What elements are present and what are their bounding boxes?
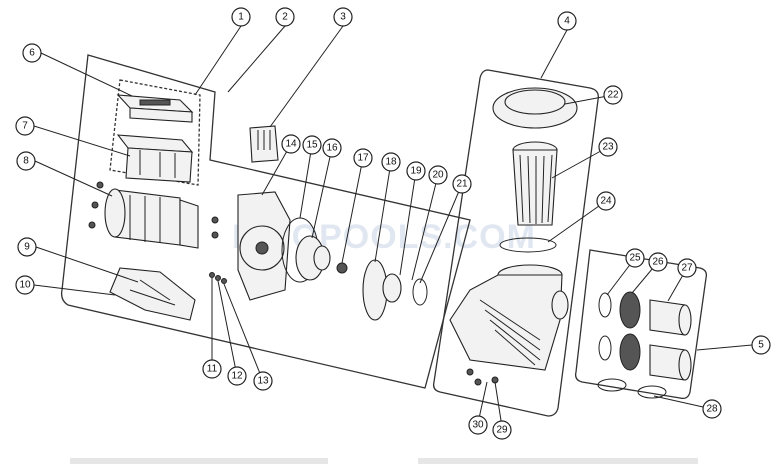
callout-13: 13 (253, 371, 273, 391)
leader-lines (33, 25, 753, 428)
callout-20: 20 (428, 165, 448, 185)
bolt-set-11-13 (209, 272, 227, 284)
callout-29: 29 (492, 420, 512, 440)
svg-text:26: 26 (652, 257, 664, 268)
svg-text:2: 2 (282, 12, 288, 23)
callout-9: 9 (17, 237, 37, 257)
callout-24: 24 (596, 191, 616, 211)
svg-text:25: 25 (629, 253, 641, 264)
o-ring-21 (412, 278, 428, 306)
svg-text:23: 23 (602, 142, 614, 153)
diffuser (362, 259, 402, 321)
svg-text:15: 15 (306, 140, 318, 151)
callout-2: 2 (275, 7, 295, 27)
union-fittings (597, 291, 692, 399)
callout-14: 14 (281, 134, 301, 154)
callout-25: 25 (625, 248, 645, 268)
motor-base (109, 267, 196, 321)
svg-text:6: 6 (29, 48, 35, 59)
drive-cover (116, 94, 194, 123)
callout-15: 15 (302, 135, 322, 155)
strainer-group-outline (432, 69, 599, 417)
callout-7: 7 (15, 116, 35, 136)
svg-text:24: 24 (600, 196, 612, 207)
svg-text:22: 22 (607, 90, 619, 101)
svg-text:1: 1 (238, 12, 244, 23)
callout-10: 10 (15, 275, 35, 295)
svg-text:10: 10 (19, 280, 31, 291)
callout-6: 6 (22, 43, 42, 63)
strainer-lid (492, 87, 578, 129)
svg-text:29: 29 (496, 425, 508, 436)
strainer-basket (512, 141, 558, 226)
motor-group-outline (60, 54, 471, 389)
footer-bar-right (418, 458, 698, 464)
callout-4: 4 (557, 11, 577, 31)
impeller-screw (336, 262, 348, 274)
svg-text:4: 4 (564, 16, 570, 27)
svg-text:16: 16 (326, 143, 338, 154)
callout-3: 3 (333, 7, 353, 27)
svg-text:11: 11 (207, 364, 218, 375)
footer-bar-left (70, 458, 328, 464)
callout-5: 5 (751, 335, 771, 355)
svg-text:27: 27 (681, 263, 693, 274)
svg-text:18: 18 (385, 157, 397, 168)
callout-11: 11 (202, 359, 222, 379)
svg-text:8: 8 (23, 156, 29, 167)
callout-26: 26 (648, 252, 668, 272)
lid-o-ring (499, 237, 557, 253)
callout-12: 12 (227, 366, 247, 386)
hardware-pack (249, 125, 279, 163)
svg-text:9: 9 (24, 242, 30, 253)
drive-cover-outline (109, 79, 201, 186)
impeller (295, 235, 331, 281)
motor (88, 181, 219, 249)
callout-30: 30 (468, 415, 488, 435)
svg-text:7: 7 (22, 121, 28, 132)
pump-housing (449, 264, 569, 386)
svg-text:30: 30 (472, 420, 484, 431)
callout-8: 8 (16, 151, 36, 171)
drive-base (116, 134, 194, 183)
callout-27: 27 (677, 258, 697, 278)
svg-text:5: 5 (758, 340, 764, 351)
svg-text:21: 21 (456, 179, 468, 190)
callout-19: 19 (406, 161, 426, 181)
callout-18: 18 (381, 152, 401, 172)
callout-23: 23 (598, 137, 618, 157)
svg-text:28: 28 (706, 404, 718, 415)
callout-16: 16 (322, 138, 342, 158)
callout-1: 1 (231, 7, 251, 27)
svg-text:19: 19 (410, 166, 422, 177)
callout-21: 21 (452, 174, 472, 194)
svg-text:12: 12 (231, 371, 243, 382)
callout-17: 17 (353, 148, 373, 168)
svg-text:17: 17 (357, 153, 369, 164)
unions-group-outline (574, 249, 708, 400)
svg-text:14: 14 (285, 139, 297, 150)
callout-28: 28 (702, 399, 722, 419)
seal-plate (237, 191, 291, 301)
svg-text:3: 3 (340, 12, 346, 23)
svg-text:20: 20 (432, 170, 444, 181)
callout-22: 22 (603, 85, 623, 105)
svg-text:13: 13 (257, 376, 269, 387)
